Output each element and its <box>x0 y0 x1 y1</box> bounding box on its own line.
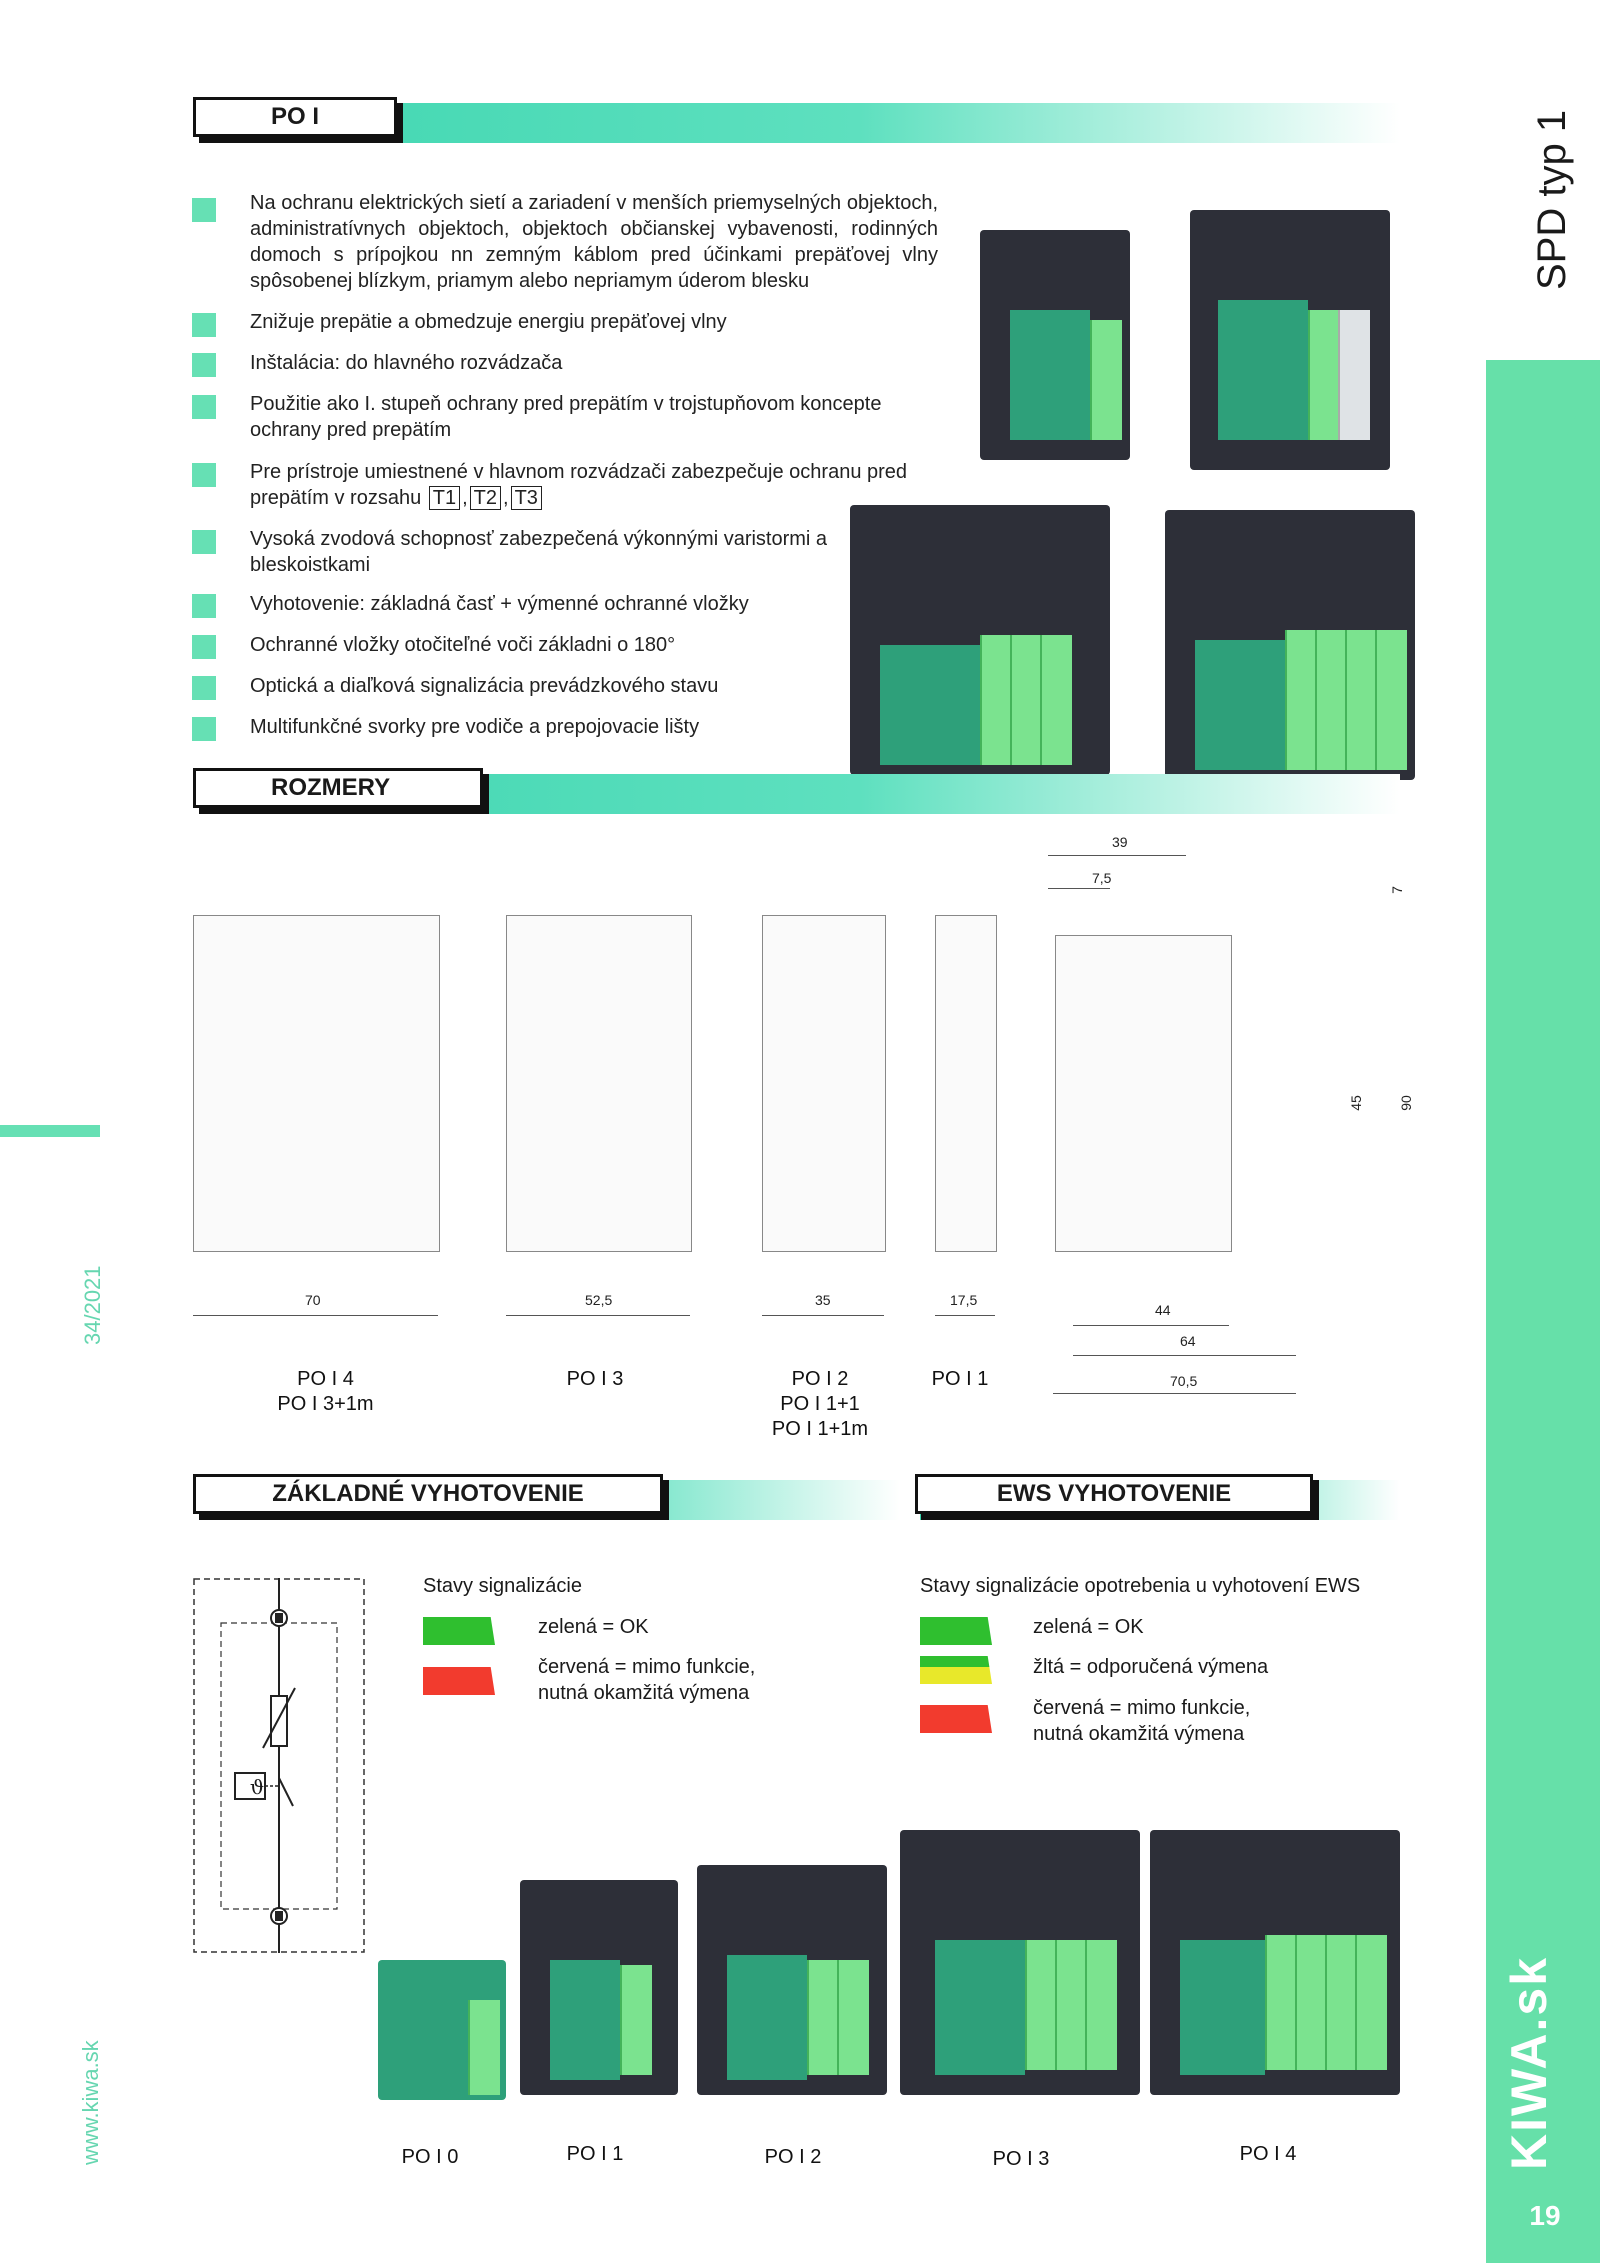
dimension-label: 52,5 <box>585 1292 613 1308</box>
bullet-marker <box>192 530 216 554</box>
product-image <box>850 505 1110 775</box>
product-po-i-2 <box>697 1865 887 2095</box>
dimension-label: 70,5 <box>1170 1373 1198 1389</box>
section-title-po1: PO I <box>193 97 397 137</box>
bullet-marker <box>192 395 216 419</box>
dimension-line <box>762 1315 884 1316</box>
bullet-marker <box>192 198 216 222</box>
bullet-marker <box>192 635 216 659</box>
dimension-line <box>1073 1355 1296 1356</box>
type-tag-t2: T2 <box>469 486 502 510</box>
dimension-label: 39 <box>1112 834 1128 850</box>
bullet-text: Vysoká zvodová schopnosť zabezpečená výk… <box>250 528 828 576</box>
swatch-green <box>920 1617 992 1645</box>
drawing-caption: PO I 2 <box>791 1368 849 1390</box>
drawing-caption: PO I 3 <box>566 1368 624 1390</box>
swatch-green <box>423 1617 495 1645</box>
product-po-i-4 <box>1150 1830 1400 2095</box>
drawing-side-view <box>1055 935 1232 1252</box>
section-title-zakladne: ZÁKLADNÉ VYHOTOVENIE <box>193 1474 663 1514</box>
bullet-text: Multifunkčné svorky pre vodiče a prepojo… <box>250 716 700 738</box>
type-tag-t1: T1 <box>428 486 461 510</box>
product-caption: PO I 3 <box>992 2148 1050 2170</box>
dimension-label: 70 <box>305 1292 321 1308</box>
dimension-line <box>1073 1325 1229 1326</box>
dimension-line <box>1053 1393 1296 1394</box>
legend-title-basic: Stavy signalizácie <box>423 1575 582 1597</box>
bullet-text: Vyhotovenie: základná časť + výmenné och… <box>250 593 749 615</box>
type-tag-t3: T3 <box>510 486 542 510</box>
drawing-po-i-3 <box>506 915 692 1252</box>
legend-title-ews: Stavy signalizácie opotrebenia u vyhotov… <box>920 1575 1361 1597</box>
bullet-marker <box>192 717 216 741</box>
bullet-marker <box>192 463 216 487</box>
left-bar <box>0 1125 100 1137</box>
drawing-caption: PO I 3+1m <box>277 1393 374 1415</box>
drawing-caption: PO I 1+1 <box>780 1393 860 1415</box>
legend-text: zelená = OK <box>538 1616 649 1638</box>
drawing-po-i-4 <box>193 915 440 1252</box>
dimension-line <box>193 1315 438 1316</box>
dimension-line <box>1048 888 1110 889</box>
dimension-label: 17,5 <box>950 1292 978 1308</box>
dimension-line <box>1048 855 1186 856</box>
dimension-label: 7,5 <box>1092 870 1112 886</box>
circuit-diagram <box>193 1578 365 1953</box>
page-number: 19 <box>1529 2200 1561 2231</box>
drawing-caption: PO I 1 <box>931 1368 989 1390</box>
legend-text: žltá = odporučená výmena <box>1033 1656 1269 1678</box>
drawing-po-i-1 <box>935 915 997 1252</box>
bullet-text: Pre prístroje umiestnené v hlavnom rozvá… <box>250 461 908 509</box>
side-strip <box>1486 360 1600 2263</box>
bullet-text: Ochranné vložky otočiteľné voči základni… <box>250 634 676 656</box>
dimension-label: 45 <box>1347 1095 1364 1111</box>
drawing-caption: PO I 4 <box>297 1368 354 1390</box>
product-image <box>1190 210 1390 470</box>
product-po-i-0 <box>378 1960 506 2100</box>
product-image <box>980 230 1130 460</box>
section-title-rozmery: ROZMERY <box>193 768 483 808</box>
bullet-text-types: Pre prístroje umiestnené v hlavnom rozvá… <box>250 461 908 510</box>
bullet-marker <box>192 313 216 337</box>
product-po-i-1 <box>520 1880 678 2095</box>
bullet-text: Na ochranu elektrických sietí a zariaden… <box>250 192 938 292</box>
dimension-label: 44 <box>1155 1302 1171 1318</box>
product-caption: PO I 2 <box>764 2146 822 2168</box>
dimension-label: 35 <box>815 1292 831 1308</box>
dimension-line <box>935 1315 995 1316</box>
section-title-ews: EWS VYHOTOVENIE <box>915 1474 1313 1514</box>
product-caption: PO I 1 <box>566 2143 624 2165</box>
product-image <box>1165 510 1415 780</box>
bullet-marker <box>192 594 216 618</box>
brand-logo: KIWA.sk <box>1501 1955 1557 2170</box>
section-bar-po1 <box>200 103 1400 143</box>
legend-text: zelená = OK <box>1033 1616 1144 1638</box>
swatch-red <box>920 1705 992 1733</box>
swatch-red <box>423 1667 495 1695</box>
issue-number: 34/2021 <box>80 1265 105 1345</box>
thermal-symbol: ϑ <box>249 1775 265 1799</box>
swatch-yellow <box>920 1656 992 1684</box>
dimension-label: 7 <box>1388 886 1405 894</box>
legend-text: červená = mimo funkcie, nutná okamžitá v… <box>538 1656 756 1704</box>
product-po-i-3 <box>900 1830 1140 2095</box>
dimension-line <box>506 1315 690 1316</box>
dimension-label: 90 <box>1397 1095 1414 1111</box>
drawing-po-i-2 <box>762 915 886 1252</box>
product-caption: PO I 0 <box>401 2146 459 2168</box>
bullet-marker <box>192 353 216 377</box>
bullet-marker <box>192 676 216 700</box>
dimension-label: 64 <box>1180 1333 1196 1349</box>
bullet-text: Inštalácia: do hlavného rozvádzača <box>250 352 563 374</box>
drawing-caption: PO I 1+1m <box>771 1418 869 1440</box>
bullet-text: Použitie ako I. stupeň ochrany pred prep… <box>250 393 882 441</box>
side-title: SPD typ 1 <box>1530 109 1574 290</box>
bullet-text: Znižuje prepätie a obmedzuje energiu pre… <box>250 311 727 333</box>
website-link[interactable]: www.kiwa.sk <box>78 2040 103 2165</box>
legend-text: červená = mimo funkcie, nutná okamžitá v… <box>1033 1697 1251 1745</box>
side-triangle <box>1486 360 1600 620</box>
product-caption: PO I 4 <box>1239 2143 1297 2165</box>
bullet-text: Optická a diaľková signalizácia prevádzk… <box>250 675 719 697</box>
